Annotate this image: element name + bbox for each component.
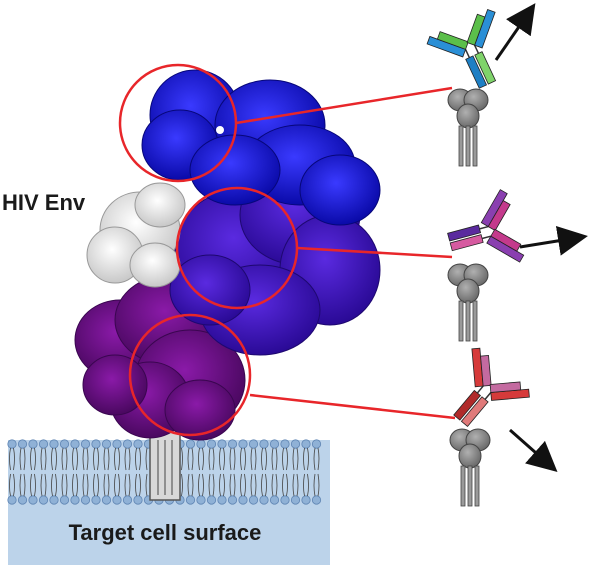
lipid-head (112, 439, 122, 449)
env-apex-hole (216, 126, 224, 134)
lipid-head (259, 439, 269, 449)
lipid-head (80, 495, 91, 505)
lipid-head (290, 439, 301, 449)
lipid-head (122, 439, 133, 449)
env-gp120-white-domain (86, 182, 186, 288)
hiv-env-trimer (74, 69, 381, 501)
lipid-head (80, 439, 91, 449)
lipid-head (49, 439, 59, 449)
connector-middle (296, 246, 453, 259)
lipid-head (28, 439, 38, 449)
lipid-head (206, 439, 217, 449)
lipid-head (91, 439, 101, 449)
antibody-bottom (453, 347, 530, 428)
lipid-head (259, 495, 269, 505)
lipid-head (70, 495, 80, 505)
lipid-head (7, 495, 17, 505)
lipid-head (290, 495, 301, 505)
connector-top (235, 86, 453, 125)
lipid-head (196, 439, 206, 449)
env-base-domain (74, 274, 246, 441)
lipid-head (301, 495, 311, 505)
antibody-top (426, 8, 497, 89)
lipid-head (248, 439, 259, 449)
highlight-circle-mper (128, 313, 252, 437)
lipid-head (133, 495, 143, 505)
lipid-head (17, 495, 28, 505)
lipid-head (301, 439, 311, 449)
lipid-head (91, 495, 101, 505)
lipid-head (217, 439, 227, 449)
epitope-highlights (118, 63, 299, 437)
hiv-env-label: HIV Env (2, 190, 86, 215)
lipid-head (133, 439, 143, 449)
lipid-head (217, 495, 227, 505)
arrow-bottom (509, 428, 558, 472)
lipid-head (227, 439, 238, 449)
lipid-head (101, 439, 112, 449)
lipid-head (196, 495, 206, 505)
lipid-head (7, 439, 17, 449)
lipid-head (101, 495, 112, 505)
lipid-head (311, 495, 322, 505)
env-apex-domain (141, 69, 381, 226)
lipid-head (238, 495, 248, 505)
target-cell-surface-label: Target cell surface (68, 520, 262, 545)
lipid-head (227, 495, 238, 505)
antibody-middle (447, 189, 525, 263)
lipid-head (269, 495, 280, 505)
arrow-top (494, 3, 536, 61)
cd4-receptor (449, 428, 491, 507)
antibody-receptor-group (426, 8, 497, 167)
lipid-head (206, 495, 217, 505)
lipid-head (185, 439, 196, 449)
lipid-head (280, 439, 290, 449)
lipid-head (311, 439, 322, 449)
lipid-head (280, 495, 290, 505)
cd4-receptor (447, 88, 489, 167)
lipid-head (238, 439, 248, 449)
connector-bottom (249, 393, 456, 420)
lipid-head (269, 439, 280, 449)
connector-lines (235, 86, 456, 420)
lipid-head (28, 495, 38, 505)
arrow-middle (519, 226, 588, 256)
lipid-head (122, 495, 133, 505)
lipid-head (185, 495, 196, 505)
lipid-head (70, 439, 80, 449)
lipid-head (112, 495, 122, 505)
lipid-head (38, 439, 49, 449)
lipid-head (17, 439, 28, 449)
lipid-head (59, 439, 70, 449)
antibody-receptor-group (447, 189, 525, 342)
cd4-receptor (447, 263, 489, 342)
antibody-receptor-group (449, 347, 530, 507)
release-arrows (494, 3, 588, 472)
lipid-head (38, 495, 49, 505)
lipid-head (49, 495, 59, 505)
lipid-head (248, 495, 259, 505)
lipid-head (59, 495, 70, 505)
